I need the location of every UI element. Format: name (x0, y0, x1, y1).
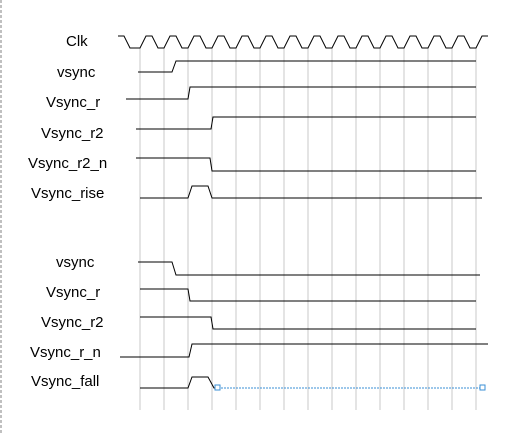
label-vsync-r2-a: Vsync_r2 (41, 125, 104, 142)
wave-vsync-r-b (140, 288, 476, 302)
wave-vsync-b (138, 261, 480, 276)
wave-vsync-fall (140, 376, 218, 389)
grid-lines (139, 48, 477, 410)
label-vsync-r2-b: Vsync_r2 (41, 314, 104, 331)
wave-vsync-r2-b (140, 316, 476, 330)
selection-handle-start[interactable] (214, 384, 221, 391)
label-vsync-r-n: Vsync_r_n (30, 344, 101, 361)
label-vsync-r-b: Vsync_r (46, 284, 100, 301)
label-vsync-r2-n: Vsync_r2_n (28, 155, 107, 172)
wave-vsync-r2-a (136, 116, 476, 130)
label-clk: Clk (66, 33, 88, 50)
label-vsync-rise: Vsync_rise (31, 185, 104, 202)
selection-handle-end[interactable] (479, 384, 486, 391)
wave-vsync-r-n (120, 343, 488, 358)
wave-vsync-r2-n (136, 157, 476, 172)
label-vsync-r-a: Vsync_r (46, 94, 100, 111)
label-vsync-b: vsync (56, 254, 95, 271)
wave-vsync-rise (140, 185, 482, 199)
wave-clk (118, 35, 488, 49)
label-vsync-a: vsync (57, 64, 96, 81)
wave-vsync-r-a (126, 86, 476, 100)
wave-vsync-a (138, 60, 476, 73)
label-vsync-fall: Vsync_fall (31, 373, 99, 390)
